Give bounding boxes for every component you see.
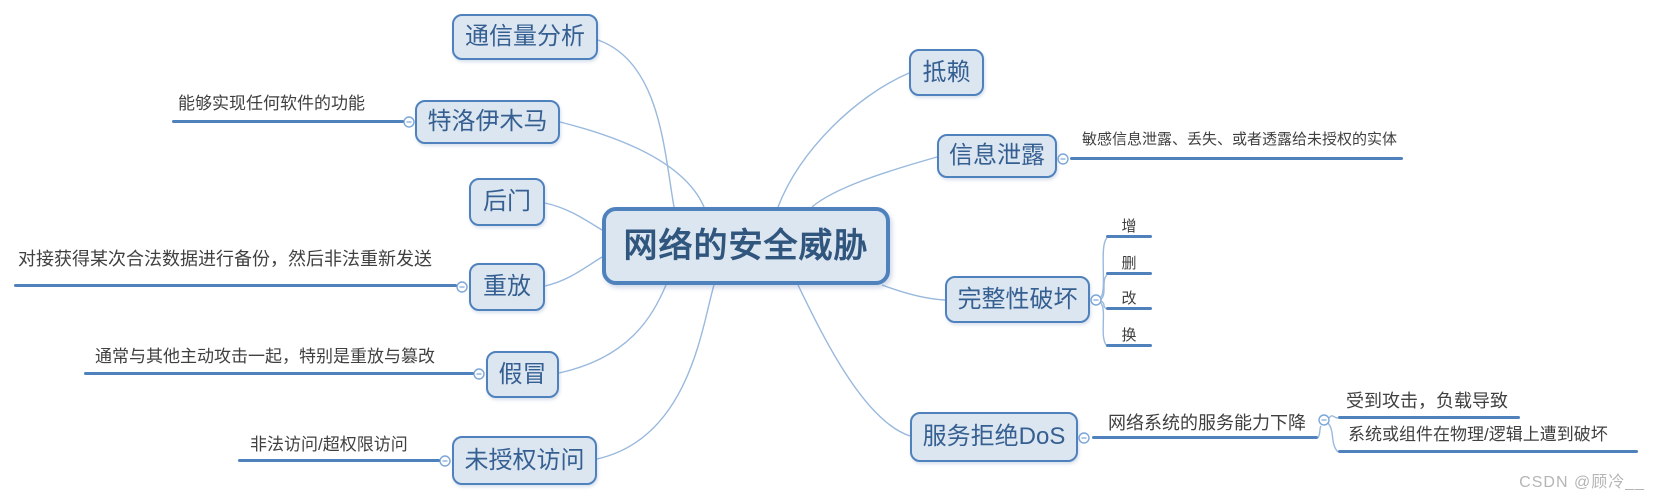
topic-replay[interactable]: 重放 [469,263,545,311]
subtopic-integrity-modify-underline [1106,307,1152,310]
subtopic-integrity-add-underline [1106,235,1152,238]
topic-repudiation[interactable]: 抵赖 [909,49,984,96]
note-unauthorized[interactable]: 非法访问/超权限访问 [250,435,408,454]
collapse-dot-dos-note[interactable] [1318,414,1330,426]
subtopic-dos-phys-logic-underline [1338,450,1638,453]
edge-root-repudiation [777,72,910,208]
subtopic-integrity-modify[interactable]: 改 [1121,290,1137,307]
subtopic-integrity-delete-underline [1106,272,1152,275]
topic-traffic-analysis[interactable]: 通信量分析 [452,14,598,60]
note-dos-underline [1092,436,1318,439]
edge-root-traffic-analysis [597,39,675,208]
topic-integrity-damage[interactable]: 完整性破坏 [945,276,1090,323]
topic-unauthorized-access[interactable]: 未授权访问 [452,436,597,485]
topic-trojan[interactable]: 特洛伊木马 [415,100,560,144]
root-topic[interactable]: 网络的安全威胁 [602,207,890,285]
edge-root-info-leak [811,156,938,208]
subtopic-dos-phys-logic[interactable]: 系统或组件在物理/逻辑上遭到破坏 [1348,425,1608,444]
note-unauthorized-underline [238,459,440,462]
collapse-dot-trojan[interactable] [403,116,415,128]
note-replay[interactable]: 对接获得某次合法数据进行备份，然后非法重新发送 [18,249,432,269]
note-impersonation[interactable]: 通常与其他主动攻击一起，特别是重放与篡改 [95,347,435,366]
subtopic-integrity-add[interactable]: 增 [1121,218,1137,235]
subtopic-integrity-swap[interactable]: 换 [1121,327,1137,344]
edge-root-unauthorized [596,284,715,460]
note-info-leak[interactable]: 敏感信息泄露、丢失、或者透露给未授权的实体 [1082,131,1398,148]
edge-dosnote-to-dot [1317,425,1322,439]
note-trojan[interactable]: 能够实现任何软件的功能 [178,94,365,113]
note-impersonation-underline [84,372,474,375]
edge-dos-phys-logic [1327,422,1339,453]
subtopic-dos-attack-load[interactable]: 受到攻击，负载导致 [1346,391,1508,411]
subtopic-integrity-swap-underline [1106,344,1152,347]
subtopic-integrity-delete[interactable]: 删 [1121,255,1137,272]
collapse-dot-info-leak[interactable] [1057,153,1069,165]
collapse-dot-integrity[interactable] [1090,294,1102,306]
topic-info-leak[interactable]: 信息泄露 [937,134,1057,178]
collapse-dot-unauthorized[interactable] [439,455,451,467]
edge-root-backdoor [544,202,603,231]
note-dos[interactable]: 网络系统的服务能力下降 [1108,413,1306,433]
edge-root-replay [544,256,603,287]
note-trojan-underline [172,120,404,123]
edge-dos-attack-load [1328,415,1339,419]
note-info-leak-underline [1070,157,1403,160]
collapse-dot-dos[interactable] [1078,432,1090,444]
topic-backdoor[interactable]: 后门 [469,178,545,226]
note-replay-underline [14,284,457,287]
topic-dos[interactable]: 服务拒绝DoS [910,412,1078,462]
topic-impersonation[interactable]: 假冒 [486,351,559,398]
collapse-dot-impersonation[interactable] [473,368,485,380]
edge-root-impersonation [558,284,667,374]
edge-root-dos [797,284,911,437]
collapse-dot-replay[interactable] [456,281,468,293]
edge-root-integrity [881,284,946,301]
edge-root-trojan [559,121,705,208]
subtopic-dos-attack-load-underline [1338,416,1520,419]
csdn-watermark: CSDN @顾冷__ [1519,474,1645,491]
